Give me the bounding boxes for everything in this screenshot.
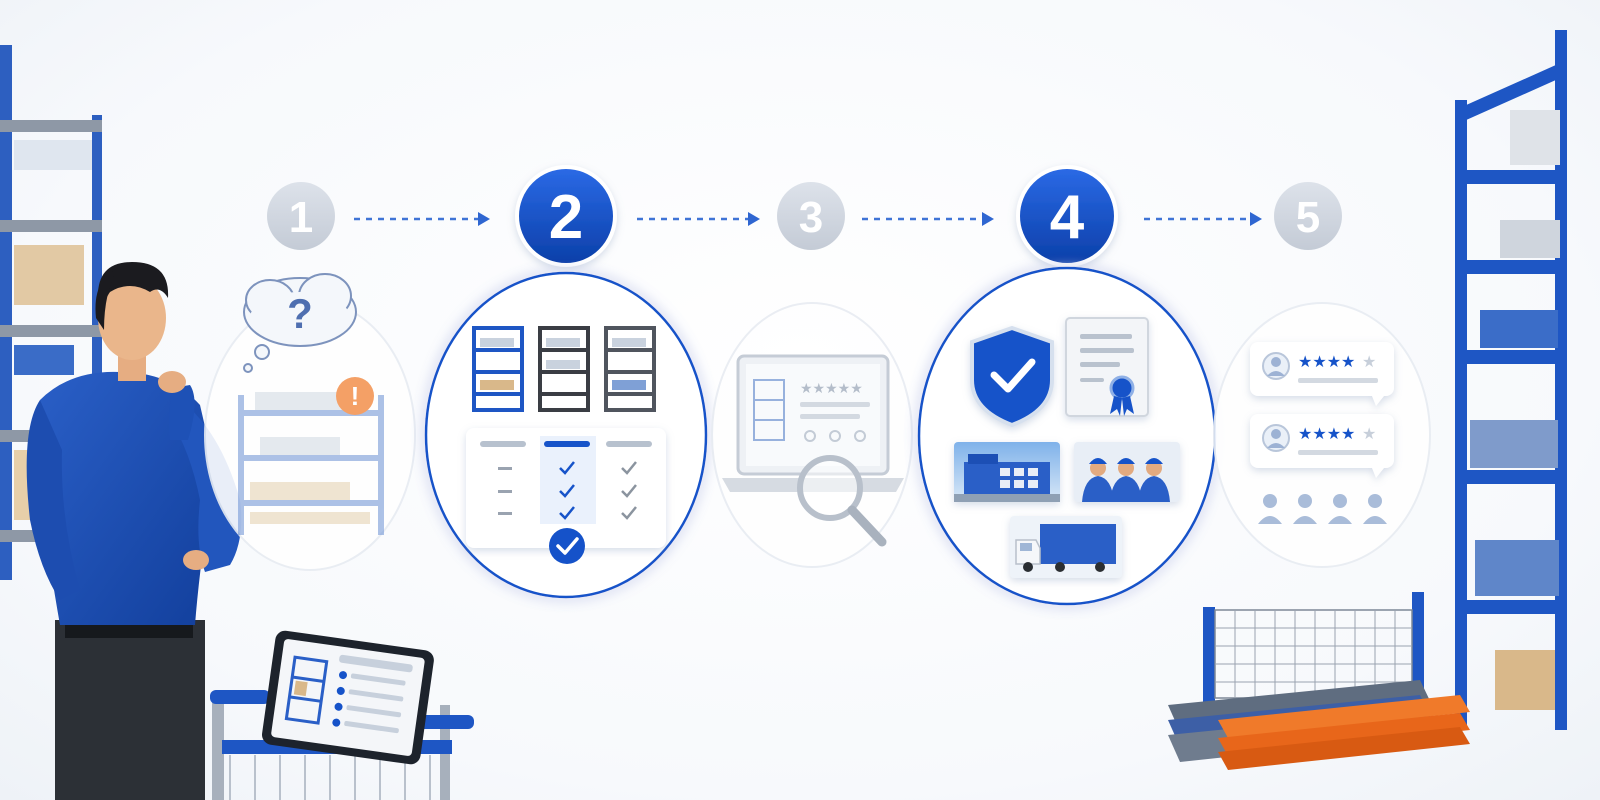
- arrowhead-1-2: [478, 212, 490, 226]
- step-number-2: 2: [549, 183, 583, 252]
- step-4-illustration: [917, 266, 1217, 606]
- right-warehouse-rack: [1455, 30, 1567, 730]
- comparison-table-card: [466, 428, 666, 548]
- check-column-icons: [559, 461, 575, 520]
- gray-rack-icon: [604, 326, 656, 412]
- svg-text:★: ★: [1362, 354, 1376, 371]
- step-5-illustration: ★★★★ ★ ★★★★ ★: [1213, 302, 1431, 568]
- step-number-5: 5: [1296, 193, 1320, 242]
- checkmark-badge-icon: [549, 528, 585, 564]
- person-thinking: [26, 262, 242, 800]
- review-card-1: ★★★★ ★: [1250, 342, 1394, 406]
- step-3-illustration: ★★★★★: [711, 302, 913, 568]
- step-badge-2: 2: [515, 165, 617, 267]
- factory-photo: [954, 442, 1060, 502]
- arrowhead-2-3: [748, 212, 760, 226]
- faded-rack-icon: [238, 392, 384, 535]
- review-card-2: ★★★★ ★: [1250, 414, 1394, 478]
- orange-pallet-beams: [1218, 695, 1470, 770]
- alert-mark: !: [351, 381, 360, 411]
- tablet: [262, 630, 434, 765]
- review-stars-icon: ★★★★: [1298, 354, 1355, 371]
- arrowhead-4-5: [1250, 212, 1262, 226]
- delivery-truck-photo: [1010, 516, 1122, 578]
- certificate-icon: [1065, 317, 1149, 417]
- rating-stars-icon: ★★★★★: [800, 380, 863, 396]
- step-2-illustration: [424, 271, 708, 599]
- step-badge-3: 3: [777, 182, 845, 250]
- step-badge-4: 4: [1016, 165, 1118, 267]
- magnifying-glass-icon: [797, 455, 887, 547]
- svg-text:★: ★: [1362, 426, 1376, 443]
- connector-arrowheads: [478, 212, 1262, 226]
- step-number-4: 4: [1050, 183, 1085, 252]
- step-badge-1: 1: [267, 182, 335, 250]
- shield-check-icon: [970, 325, 1054, 428]
- step-number-3: 3: [799, 193, 823, 242]
- question-mark: ?: [287, 290, 313, 337]
- step-1-illustration: ? !: [204, 273, 416, 571]
- thought-cloud-icon: ?: [243, 273, 357, 373]
- arrowhead-3-4: [982, 212, 994, 226]
- mesh-fence-panel: [1203, 592, 1424, 717]
- svg-text:★★★★★: ★★★★★: [800, 380, 863, 396]
- black-rack-icon: [538, 326, 590, 412]
- alert-icon: !: [336, 377, 374, 415]
- svg-text:★★★★: ★★★★: [1298, 426, 1355, 443]
- blue-rack-icon: [472, 326, 524, 412]
- customer-group-icons: [1258, 494, 1387, 524]
- step-number-1: 1: [289, 193, 313, 242]
- step-badge-5: 5: [1274, 182, 1342, 250]
- workers-photo: [1074, 442, 1180, 502]
